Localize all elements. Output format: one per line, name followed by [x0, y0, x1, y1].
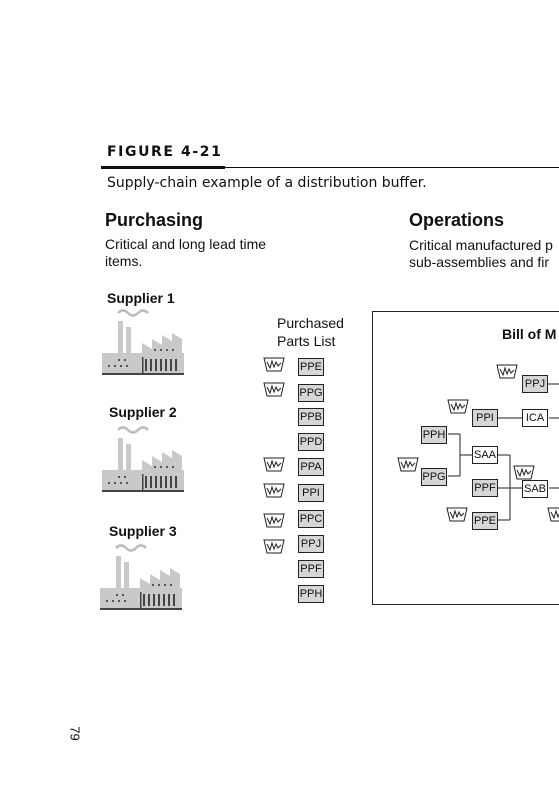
bom-node-ica: ICA	[522, 409, 548, 427]
parts-list-title: Purchased Parts List	[277, 314, 344, 350]
bom-node-saa: SAA	[472, 446, 498, 464]
bom-node-sab: SAB	[522, 480, 548, 498]
purchasing-description-line-2: items.	[105, 253, 143, 269]
part-box: PPH	[298, 585, 324, 603]
part-box: PPG	[298, 384, 324, 402]
figure-rule-thin	[225, 167, 559, 168]
part-box: PPD	[298, 433, 324, 451]
bom-connectors	[448, 383, 559, 521]
operations-description-line-1: Critical manufactured p	[409, 237, 553, 253]
figure-label: FIGURE 4-21	[107, 144, 223, 160]
bom-node-ppg: PPG	[421, 468, 447, 486]
figure-rule-thick	[101, 166, 225, 169]
buffer-icon	[263, 539, 285, 554]
supplier-1-label: Supplier 1	[107, 290, 175, 306]
part-box: PPA	[298, 458, 324, 476]
bom-node-ppf: PPF	[472, 479, 498, 497]
part-box: PPF	[298, 560, 324, 578]
part-box: PPB	[298, 408, 324, 426]
part-box: PPC	[298, 510, 324, 528]
buffer-icon	[263, 382, 285, 397]
factory-icon	[98, 544, 184, 612]
operations-description-line-2: sub-assemblies and fir	[409, 254, 550, 270]
bom-node-ppj: PPJ	[522, 375, 548, 393]
buffer-icon	[263, 457, 285, 472]
purchasing-description-line-1: Critical and long lead time	[105, 236, 267, 252]
bom-node-ppi: PPI	[472, 409, 498, 427]
factory-icon	[100, 309, 186, 377]
buffer-icon	[263, 483, 285, 498]
factory-icon	[100, 426, 186, 494]
supplier-3-label: Supplier 3	[109, 523, 177, 539]
bom-frame	[372, 311, 559, 605]
operations-title: Operations	[409, 210, 505, 230]
parts-list-title-line-2: Parts List	[277, 333, 336, 349]
operations-description: Critical manufactured p sub-assemblies a…	[409, 237, 553, 271]
supplier-2-label: Supplier 2	[109, 404, 177, 420]
part-box: PPE	[298, 358, 324, 376]
page-number: 79	[67, 726, 83, 741]
buffer-icon	[263, 357, 285, 372]
bom-node-ppe: PPE	[472, 512, 498, 530]
parts-list-title-line-1: Purchased	[277, 315, 344, 331]
buffer-icon	[263, 513, 285, 528]
bom-node-pph: PPH	[421, 426, 447, 444]
figure-caption: Supply-chain example of a distribution b…	[107, 175, 427, 191]
bom-title: Bill of M	[502, 326, 557, 342]
purchasing-description: Critical and long lead time items.	[105, 236, 266, 270]
purchasing-title: Purchasing	[105, 210, 204, 230]
part-box: PPI	[298, 484, 324, 502]
part-box: PPJ	[298, 535, 324, 553]
